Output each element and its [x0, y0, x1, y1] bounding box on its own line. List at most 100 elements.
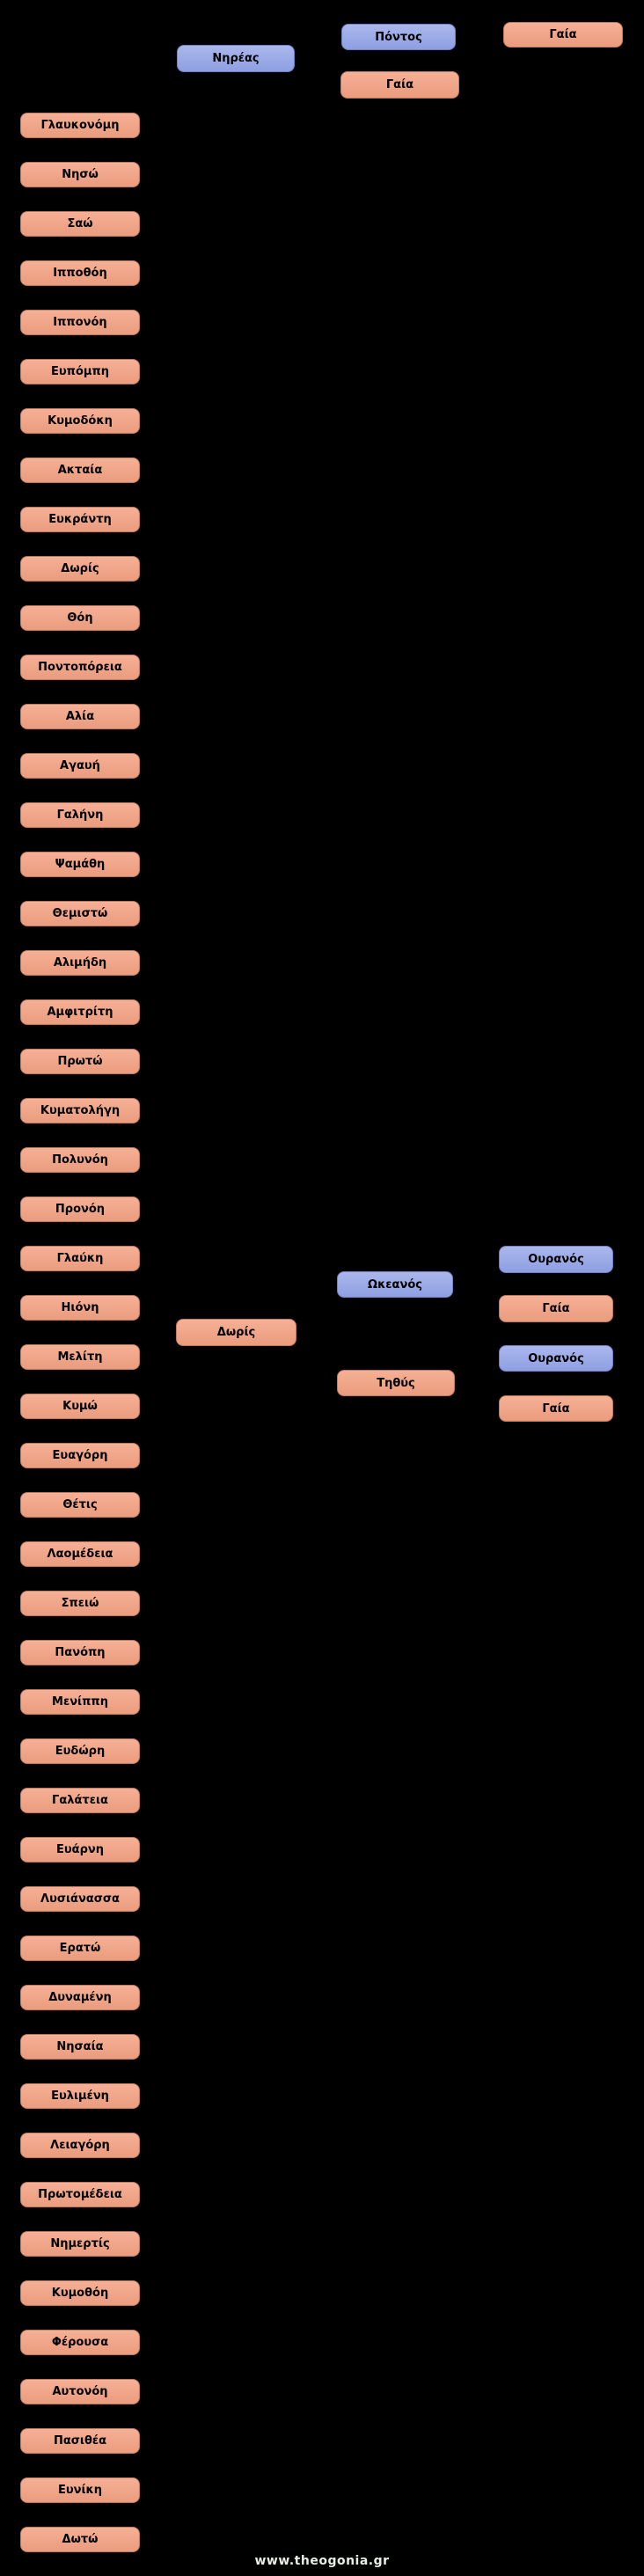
- person-name: Θόη: [67, 611, 93, 625]
- person-box-gaia-top[interactable]: Γαία: [503, 22, 623, 48]
- person-name: Τηθύς: [377, 1376, 415, 1390]
- person-name: Πόντος: [375, 30, 422, 44]
- person-name: Ουρανός: [528, 1351, 584, 1365]
- nereid-box[interactable]: Κυμοθόη: [20, 2280, 140, 2306]
- person-box-uranus-2[interactable]: Ουρανός: [499, 1345, 613, 1372]
- person-box-gaia-tethys[interactable]: Γαία: [499, 1395, 613, 1422]
- nereid-box[interactable]: Ευκράντη: [20, 507, 140, 532]
- person-name: Γαλήνη: [56, 809, 104, 822]
- person-name: Ηιόνη: [61, 1301, 99, 1314]
- person-name: Φέρουσα: [51, 2336, 109, 2349]
- person-name: Δωρίς: [216, 1326, 256, 1339]
- nereid-box[interactable]: Θόη: [20, 605, 140, 631]
- nereid-box[interactable]: Ακταία: [20, 457, 140, 483]
- nereid-box[interactable]: Ψαμάθη: [20, 852, 140, 877]
- person-box-uranus-1[interactable]: Ουρανός: [499, 1246, 613, 1273]
- person-name: Πασιθέα: [53, 2434, 107, 2448]
- person-name: Δυναμένη: [48, 1991, 112, 2004]
- nereid-box[interactable]: Σπειώ: [20, 1591, 140, 1616]
- nereid-box[interactable]: Νημερτίς: [20, 2231, 140, 2257]
- nereid-box[interactable]: Προνόη: [20, 1197, 140, 1222]
- nereid-box[interactable]: Αλία: [20, 704, 140, 729]
- nereid-box[interactable]: Ευνίκη: [20, 2477, 140, 2503]
- nereid-box[interactable]: Λαομέδεια: [20, 1541, 140, 1567]
- nereid-box[interactable]: Νησώ: [20, 162, 140, 187]
- person-box-gaia-pontus[interactable]: Γαία: [340, 71, 459, 99]
- site-url: www.theogonia.gr: [254, 2554, 390, 2568]
- nereid-box[interactable]: Γαλήνη: [20, 802, 140, 828]
- nereid-box[interactable]: Ευάρνη: [20, 1837, 140, 1862]
- nereid-box[interactable]: Πανόπη: [20, 1640, 140, 1665]
- nereid-box[interactable]: Δυναμένη: [20, 1985, 140, 2010]
- person-name: Ιπποθόη: [53, 267, 107, 280]
- nereid-box[interactable]: Αμφιτρίτη: [20, 999, 140, 1025]
- person-name: Γαλάτεια: [52, 1794, 108, 1807]
- person-name: Ευπόμπη: [51, 365, 109, 378]
- nereid-box[interactable]: Ευδώρη: [20, 1738, 140, 1764]
- person-box-pontus[interactable]: Πόντος: [341, 24, 456, 50]
- nereid-box[interactable]: Ιππονόη: [20, 310, 140, 335]
- person-box-oceanus[interactable]: Ωκεανός: [337, 1271, 453, 1298]
- nereid-box[interactable]: Κυμοδόκη: [20, 408, 140, 434]
- nereid-box[interactable]: Κυματολήγη: [20, 1098, 140, 1123]
- person-name: Αμφιτρίτη: [47, 1006, 113, 1019]
- person-name: Γλαυκονόμη: [40, 119, 120, 132]
- person-box-tethys[interactable]: Τηθύς: [337, 1370, 455, 1396]
- nereid-box[interactable]: Δωρίς: [20, 556, 140, 582]
- person-name: Πολυνόη: [52, 1153, 108, 1167]
- nereid-box[interactable]: Νησαία: [20, 2034, 140, 2060]
- nereid-box[interactable]: Πολυνόη: [20, 1147, 140, 1173]
- nereid-box[interactable]: Ευαγόρη: [20, 1443, 140, 1468]
- nereid-box[interactable]: Ποντοπόρεια: [20, 655, 140, 680]
- nereid-box[interactable]: Γλαύκη: [20, 1246, 140, 1271]
- person-name: Λειαγόρη: [50, 2139, 110, 2152]
- person-name: Ιππονόη: [53, 316, 107, 329]
- person-name: Ουρανός: [528, 1253, 584, 1266]
- nereid-box[interactable]: Αγαυή: [20, 753, 140, 779]
- person-name: Θεμιστώ: [52, 907, 108, 920]
- nereid-box[interactable]: Ιπποθόη: [20, 260, 140, 286]
- person-name: Νηρέας: [212, 52, 260, 65]
- person-name: Λυσιάνασσα: [40, 1892, 120, 1906]
- person-name: Γαία: [542, 1401, 570, 1416]
- person-name: Γλαύκη: [56, 1252, 104, 1265]
- nereid-box[interactable]: Ευπόμπη: [20, 359, 140, 384]
- nereid-box[interactable]: Γαλάτεια: [20, 1788, 140, 1813]
- nereid-box[interactable]: Θέτις: [20, 1492, 140, 1518]
- nereid-box[interactable]: Δωτώ: [20, 2527, 140, 2552]
- person-name: Ποντοπόρεια: [38, 661, 122, 674]
- person-box-nereus[interactable]: Νηρέας: [177, 45, 295, 72]
- person-box-gaia-oceanus[interactable]: Γαία: [499, 1295, 613, 1322]
- person-box-doris-mother[interactable]: Δωρίς: [176, 1319, 296, 1346]
- person-name: Θέτις: [62, 1498, 98, 1511]
- nereid-box[interactable]: Λειαγόρη: [20, 2133, 140, 2158]
- nereid-box[interactable]: Μενίππη: [20, 1689, 140, 1715]
- nereid-box[interactable]: Ηιόνη: [20, 1295, 140, 1321]
- nereid-box[interactable]: Μελίτη: [20, 1344, 140, 1370]
- nereid-box[interactable]: Πασιθέα: [20, 2428, 140, 2454]
- nereid-box[interactable]: Ερατώ: [20, 1936, 140, 1961]
- nereid-box[interactable]: Πρωτώ: [20, 1049, 140, 1074]
- nereid-box[interactable]: Κυμώ: [20, 1394, 140, 1419]
- nereid-box[interactable]: Θεμιστώ: [20, 901, 140, 926]
- person-name: Λαομέδεια: [47, 1548, 113, 1561]
- person-name: Αλιμήδη: [53, 956, 107, 970]
- person-name: Ψαμάθη: [55, 858, 106, 871]
- person-name: Γαία: [385, 78, 414, 91]
- nereid-box[interactable]: Ευλιμένη: [20, 2083, 140, 2109]
- person-name: Ευλιμένη: [51, 2089, 109, 2103]
- person-name: Σπειώ: [61, 1597, 99, 1610]
- nereid-box[interactable]: Πρωτομέδεια: [20, 2182, 140, 2207]
- nereid-box[interactable]: Αλιμήδη: [20, 950, 140, 976]
- nereid-box[interactable]: Γλαυκονόμη: [20, 113, 140, 138]
- nereid-box[interactable]: Λυσιάνασσα: [20, 1886, 140, 1912]
- nereid-box[interactable]: Αυτονόη: [20, 2379, 140, 2404]
- person-name: Κυμοδόκη: [48, 414, 113, 428]
- person-name: Πρωτώ: [57, 1055, 103, 1068]
- person-name: Αγαυή: [60, 759, 100, 772]
- nereid-box[interactable]: Σαώ: [20, 211, 140, 237]
- person-name: Γαία: [549, 28, 577, 41]
- person-name: Ευάρνη: [55, 1843, 104, 1856]
- nereid-box[interactable]: Φέρουσα: [20, 2330, 140, 2355]
